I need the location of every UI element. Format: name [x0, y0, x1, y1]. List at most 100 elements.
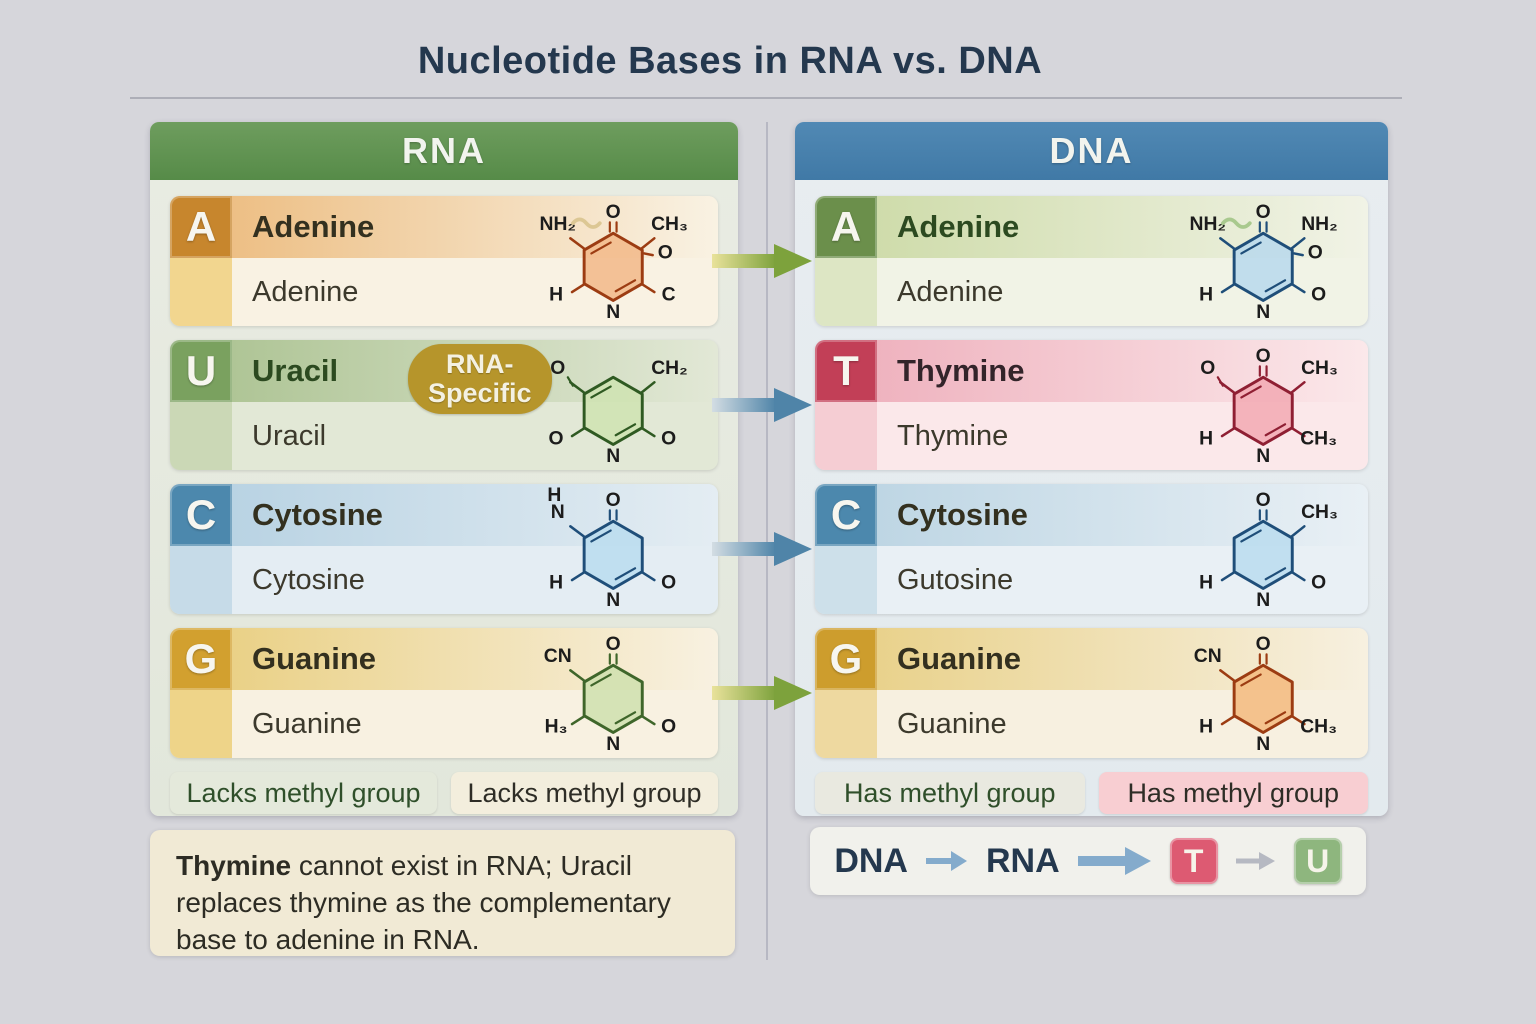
methyl-group-badge: Has methyl group — [1098, 772, 1368, 814]
svg-text:H₃: H₃ — [545, 716, 568, 737]
svg-text:O: O — [661, 572, 676, 593]
base-name: Adenine — [897, 209, 1020, 244]
svg-text:CH₃: CH₃ — [1300, 716, 1337, 737]
svg-text:O: O — [661, 716, 676, 737]
svg-text:N: N — [1256, 590, 1270, 611]
base-name: Thymine — [897, 353, 1025, 388]
base-letter-badge: U — [170, 340, 232, 402]
methyl-group-badge: Lacks methyl group — [451, 772, 718, 814]
footnote-text: cannot exist in RNA; Uracil replaces thy… — [176, 850, 671, 955]
svg-text:H: H — [547, 486, 561, 506]
flow-dna-label: DNA — [834, 841, 908, 880]
svg-text:CH₃: CH₃ — [1301, 502, 1338, 523]
svg-text:CH₃: CH₃ — [1300, 428, 1337, 449]
svg-text:CH₃: CH₃ — [1301, 358, 1338, 379]
svg-text:N: N — [551, 502, 565, 523]
base-subtitle: Uracil — [252, 420, 327, 452]
svg-text:H: H — [1199, 716, 1213, 737]
center-divider — [766, 122, 768, 960]
svg-text:N: N — [1256, 734, 1270, 755]
svg-text:NH₂: NH₂ — [1190, 214, 1226, 235]
base-subtitle: Adenine — [897, 276, 1004, 308]
rna-to-dna-arrow-green — [712, 672, 816, 714]
base-subtitle: Cytosine — [252, 564, 365, 596]
svg-text:H: H — [549, 284, 563, 305]
uracil-structure-icon: O CH₂ O O N — [504, 342, 714, 468]
svg-text:NH₂: NH₂ — [540, 214, 576, 235]
footnote-bold: Thymine — [176, 850, 292, 881]
arrow-small-icon — [926, 851, 967, 871]
svg-text:O: O — [1308, 242, 1323, 263]
svg-text:H: H — [1199, 428, 1213, 449]
base-name: Uracil — [252, 353, 339, 388]
svg-text:O: O — [1256, 202, 1271, 223]
svg-text:N: N — [606, 302, 620, 323]
svg-text:O: O — [606, 490, 621, 511]
svg-text:N: N — [606, 590, 620, 611]
rna-to-dna-arrow-blue — [712, 528, 816, 570]
svg-text:CN: CN — [544, 646, 572, 667]
svg-text:CH₃: CH₃ — [651, 214, 688, 235]
rna-specific-tag: RNA-Specific — [408, 344, 552, 415]
base-name: Cytosine — [897, 497, 1028, 532]
base-subtitle: Guanine — [897, 708, 1007, 740]
rna-to-dna-arrow-green — [712, 240, 816, 282]
flow-rna-label: RNA — [986, 841, 1060, 880]
thymine-chip: T — [1169, 838, 1218, 884]
svg-text:O: O — [1256, 346, 1271, 367]
svg-text:H: H — [1199, 284, 1213, 305]
svg-text:C: C — [662, 284, 676, 305]
svg-text:N: N — [606, 734, 620, 755]
adenine-structure-icon: O NH₂ CH₃ O H C N — [504, 198, 714, 324]
base-name: Guanine — [897, 641, 1022, 676]
svg-text:O: O — [1256, 634, 1271, 655]
footnote: Thymine cannot exist in RNA; Uracil repl… — [150, 830, 735, 956]
base-letter-badge: G — [815, 628, 877, 690]
svg-text:CH₂: CH₂ — [651, 358, 687, 379]
svg-text:O: O — [1311, 284, 1326, 305]
base-letter-badge: A — [815, 196, 877, 258]
svg-text:N: N — [606, 446, 620, 467]
dna-panel-header: DNA — [795, 122, 1388, 180]
base-subtitle: Gutosine — [897, 564, 1014, 596]
svg-text:O: O — [549, 428, 564, 449]
svg-text:H: H — [549, 572, 563, 593]
title-divider — [130, 97, 1402, 99]
svg-text:O: O — [550, 358, 565, 379]
svg-text:O: O — [606, 634, 621, 655]
base-subtitle: Adenine — [252, 276, 359, 308]
base-letter-badge: C — [815, 484, 877, 546]
base-name: Guanine — [252, 641, 377, 676]
base-letter-badge: G — [170, 628, 232, 690]
base-letter-badge: A — [170, 196, 232, 258]
base-letter-badge: T — [815, 340, 877, 402]
base-letter-badge: C — [170, 484, 232, 546]
svg-text:N: N — [1256, 446, 1270, 467]
base-name: Cytosine — [252, 497, 383, 532]
svg-text:O: O — [1256, 490, 1271, 511]
svg-text:O: O — [606, 202, 621, 223]
base-name: Adenine — [252, 209, 375, 244]
arrow-large-icon — [1077, 847, 1151, 875]
rna-panel-header: RNA — [150, 122, 738, 180]
svg-text:O: O — [658, 242, 673, 263]
svg-text:O: O — [661, 428, 676, 449]
arrow-gray-icon — [1235, 852, 1275, 870]
